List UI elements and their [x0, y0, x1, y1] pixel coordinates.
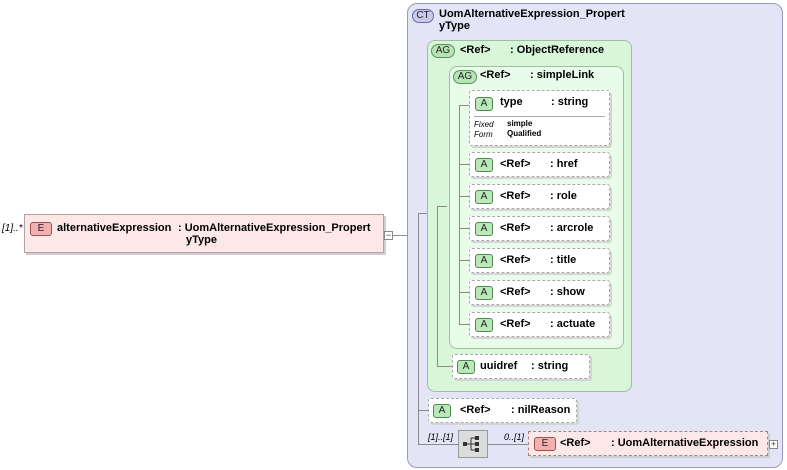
attribute-name: type [500, 96, 523, 108]
attribute-nilreason[interactable]: A <Ref> : nilReason [428, 398, 577, 423]
connector [393, 235, 418, 236]
fixed-value: simple [507, 119, 533, 128]
attribute-link-3[interactable]: A <Ref> : title [469, 248, 610, 273]
attribute-link-0[interactable]: A <Ref> : href [469, 152, 610, 177]
attribute-name: <Ref> [500, 158, 531, 170]
complex-type-title-cont: yType [439, 20, 470, 32]
collapse-icon[interactable]: − [384, 230, 393, 240]
attribute-badge: A [457, 360, 475, 374]
attribute-badge: A [475, 190, 493, 204]
complex-type-badge: CT [412, 9, 434, 23]
attribute-type-value: : title [550, 254, 577, 266]
attribute-uuidref[interactable]: A uuidref : string [452, 354, 590, 379]
form-value: Qualified [507, 129, 542, 138]
fixed-label: Fixed [474, 120, 494, 129]
attribute-group-type: : simpleLink [530, 69, 595, 81]
connector [459, 196, 472, 197]
attribute-badge: A [475, 158, 493, 172]
attribute-type-value: : string [551, 96, 589, 108]
connector [418, 213, 419, 445]
root-element-type-cont: yType [186, 234, 217, 246]
element-badge: E [534, 437, 556, 451]
root-element-type: : UomAlternativeExpression_Propert [178, 222, 371, 234]
attribute-type-value: : nilReason [511, 404, 571, 416]
attribute-badge: A [475, 286, 493, 300]
attribute-group-name: <Ref> [480, 69, 511, 81]
connector [459, 260, 472, 261]
divider [474, 116, 605, 117]
complex-type-title: UomAlternativeExpression_Propert [439, 8, 625, 20]
root-multiplicity: [1]..* [2, 223, 23, 234]
attribute-name: <Ref> [500, 286, 531, 298]
attribute-group-name: <Ref> [460, 44, 491, 56]
attribute-link-4[interactable]: A <Ref> : show [469, 280, 610, 305]
connector [418, 410, 428, 411]
attribute-type-value: : show [550, 286, 585, 298]
connector [459, 105, 472, 106]
attribute-type-value: : href [550, 158, 578, 170]
attribute-type[interactable]: A type : string Fixed simple Form Qualif… [469, 90, 610, 146]
connector [418, 213, 428, 214]
child-element-type: : UomAlternativeExpression [611, 437, 759, 449]
attribute-name: uuidref [480, 360, 518, 372]
connector [459, 228, 472, 229]
attribute-name: <Ref> [500, 222, 531, 234]
attribute-type-value: : arcrole [550, 222, 594, 234]
root-element-box[interactable]: E alternativeExpression : UomAlternative… [24, 214, 384, 253]
attribute-link-5[interactable]: A <Ref> : actuate [469, 312, 610, 337]
expand-icon[interactable]: + [769, 439, 778, 449]
sequence-compositor[interactable] [458, 430, 488, 458]
connector [437, 366, 453, 367]
root-element-name: alternativeExpression [57, 222, 172, 234]
connector [418, 444, 458, 445]
attribute-badge: A [475, 318, 493, 332]
element-badge: E [30, 222, 52, 236]
attribute-type-value: : string [531, 360, 569, 372]
form-label: Form [474, 130, 493, 139]
connector [437, 206, 438, 366]
connector [437, 206, 447, 207]
connector [488, 444, 528, 445]
attribute-name: <Ref> [460, 404, 491, 416]
attribute-badge: A [475, 222, 493, 236]
attribute-type-value: : role [550, 190, 577, 202]
connector [459, 292, 472, 293]
child-element-box[interactable]: E <Ref> : UomAlternativeExpression [528, 431, 768, 456]
connector [459, 164, 472, 165]
attribute-group-badge: AG [453, 70, 477, 84]
attribute-link-1[interactable]: A <Ref> : role [469, 184, 610, 209]
attribute-badge: A [475, 97, 493, 111]
attribute-badge: A [475, 254, 493, 268]
sequence-icon [463, 436, 479, 452]
attribute-link-2[interactable]: A <Ref> : arcrole [469, 216, 610, 241]
attribute-group-type: : ObjectReference [510, 44, 605, 56]
child-multiplicity: 0..[1] [504, 432, 525, 442]
attribute-type-value: : actuate [550, 318, 596, 330]
attribute-name: <Ref> [500, 254, 531, 266]
attribute-name: <Ref> [500, 190, 531, 202]
connector [459, 105, 460, 325]
child-element-name: <Ref> [560, 437, 591, 449]
attribute-group-badge: AG [431, 44, 455, 58]
sequence-multiplicity: [1]..[1] [428, 432, 454, 442]
connector [459, 324, 472, 325]
attribute-badge: A [433, 404, 451, 418]
attribute-name: <Ref> [500, 318, 531, 330]
